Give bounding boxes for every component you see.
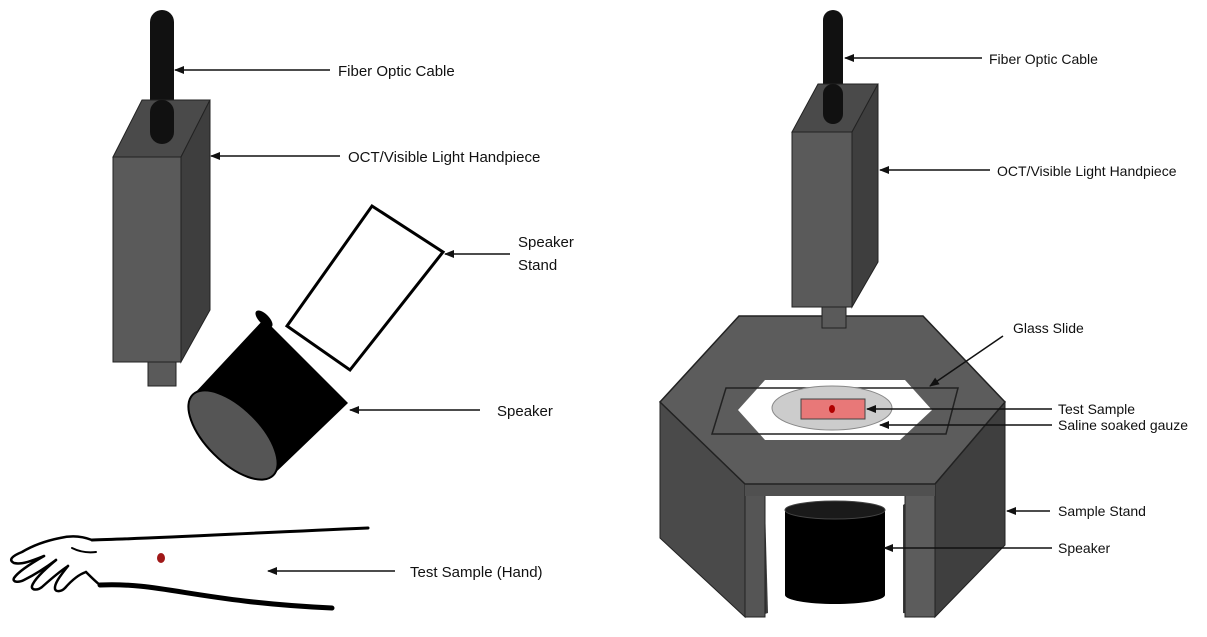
test-sample-hand [10,526,370,611]
test-sample-dot [829,405,835,413]
speaker-stand [284,203,446,373]
oct-handpiece [112,99,211,387]
stand-speaker-body [785,510,885,595]
speaker-body [193,319,348,475]
handpiece-right-tip [821,306,847,329]
forearm-upper-edge [90,526,370,542]
handpiece-tip [147,361,177,387]
handpiece-front-face [112,156,182,363]
arrow-glass-slide [929,335,1004,387]
right-panel: Fiber Optic Cable OCT/Visible Light Hand… [658,10,1188,619]
stand-speaker-bottom [785,586,885,604]
thumb [71,547,97,554]
finger-2 [30,558,70,591]
wound-mark [157,553,165,563]
label-test-sample: Test Sample [1058,401,1135,417]
fiber-optic-cable-right-top [823,84,843,124]
stand-front-band [745,484,935,496]
speaker-face [187,389,279,481]
handpiece-right-front-face [791,131,853,308]
oct-handpiece-right [791,83,879,329]
handpiece-side-face [180,99,211,364]
glass-slide [710,387,959,435]
label-handpiece: OCT/Visible Light Handpiece [348,149,540,166]
handpiece-right-side-face [851,83,879,309]
stand-left-leg-inner [744,483,766,618]
wrist-line [84,570,102,587]
label-speaker-stand-line1: Speaker [518,234,574,251]
fiber-optic-cable-top [150,100,174,144]
forearm-lower-edge [97,582,335,611]
finger-1 [12,554,58,583]
label-speaker-stand-line2: Stand [518,257,557,274]
stand-right-leg-inner [904,483,936,618]
label-fiber-optic-cable: Fiber Optic Cable [338,63,455,80]
label-speaker: Speaker [497,403,553,420]
stand-speaker-top [784,500,886,520]
finger-3 [53,564,88,593]
label-handpiece-right: OCT/Visible Light Handpiece [997,163,1177,179]
stand-speaker [784,500,886,604]
label-glass-slide: Glass Slide [1013,320,1084,336]
hand-outline [10,535,94,565]
label-fiber-optic-cable-right: Fiber Optic Cable [989,51,1098,67]
speaker-cylinder [187,310,348,481]
label-sample-stand: Sample Stand [1058,503,1146,519]
label-stand-speaker: Speaker [1058,540,1110,556]
left-panel: Fiber Optic Cable OCT/Visible Light Hand… [10,10,574,611]
label-saline-gauze: Saline soaked gauze [1058,417,1188,433]
label-test-sample-hand: Test Sample (Hand) [410,564,543,581]
